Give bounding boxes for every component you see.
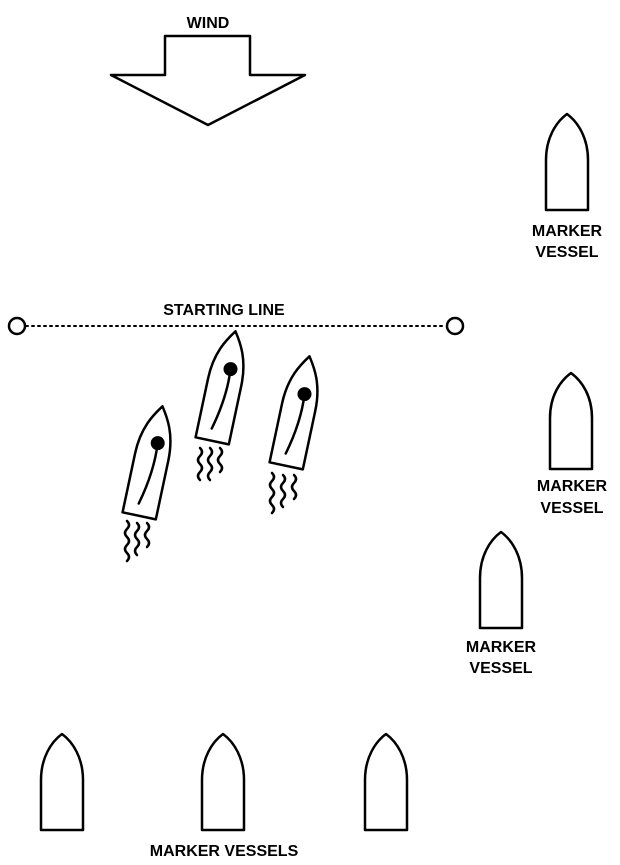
marker-vessels-label: MARKER VESSELS bbox=[150, 843, 299, 860]
yacht-left bbox=[121, 405, 172, 563]
yacht-wake-icon bbox=[123, 519, 151, 563]
marker-vessels-bottom-row: MARKER VESSELS bbox=[39, 732, 409, 860]
yacht-wake-icon bbox=[196, 446, 224, 482]
marker-vessel-label-line2: VESSEL bbox=[535, 244, 598, 261]
starting-line-left-buoy-icon bbox=[7, 316, 27, 336]
marker-vessel-label-line2: VESSEL bbox=[540, 500, 603, 517]
wind-label: WIND bbox=[187, 15, 230, 32]
marker-vessel-icon bbox=[200, 732, 246, 832]
starting-line-group: STARTING LINE bbox=[7, 302, 465, 336]
racing-yachts bbox=[121, 330, 319, 563]
wind-arrow-icon bbox=[109, 34, 307, 127]
marker-vessel-icon bbox=[39, 732, 85, 832]
yacht-right bbox=[268, 355, 319, 515]
yacht-hull-icon bbox=[268, 355, 319, 471]
yacht-wake-icon bbox=[268, 471, 298, 515]
marker-vessel-top-right: MARKER VESSEL bbox=[532, 112, 603, 261]
marker-vessel-label-line1: MARKER bbox=[466, 639, 537, 656]
marker-vessel-label-line2: VESSEL bbox=[469, 660, 532, 677]
marker-vessel-icon bbox=[478, 530, 524, 630]
yacht-hull-icon bbox=[121, 405, 172, 521]
yacht-sail-icon bbox=[137, 441, 159, 505]
yacht-sail-icon bbox=[284, 392, 306, 455]
marker-vessel-icon bbox=[548, 371, 594, 471]
marker-vessel-middle-right: MARKER VESSEL bbox=[537, 371, 608, 517]
starting-line-label: STARTING LINE bbox=[163, 302, 285, 319]
wind-indicator: WIND bbox=[109, 15, 307, 127]
marker-vessel-lower-middle: MARKER VESSEL bbox=[466, 530, 537, 677]
marker-vessel-label-line1: MARKER bbox=[532, 223, 603, 240]
yacht-sail-icon bbox=[210, 367, 232, 430]
marker-vessel-icon bbox=[544, 112, 590, 212]
marker-vessel-label-line1: MARKER bbox=[537, 478, 608, 495]
marker-vessel-icon bbox=[363, 732, 409, 832]
starting-line-right-buoy-icon bbox=[445, 316, 465, 336]
yacht-hull-icon bbox=[194, 330, 245, 446]
yacht-middle bbox=[194, 330, 245, 482]
